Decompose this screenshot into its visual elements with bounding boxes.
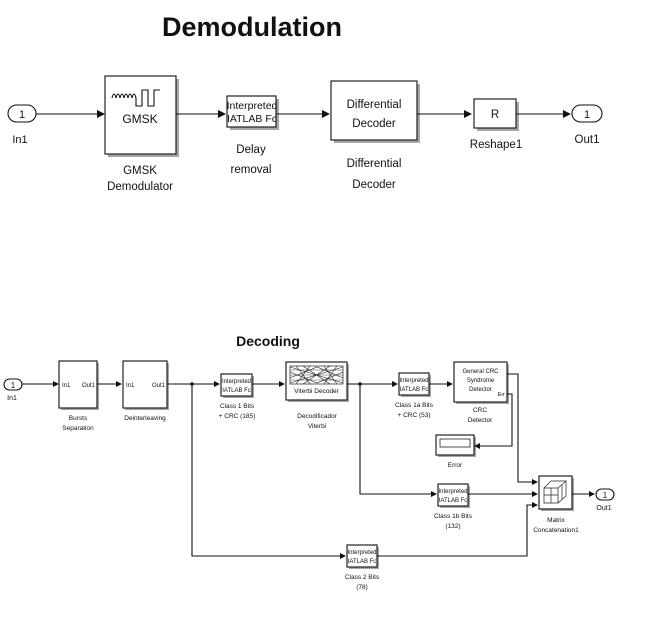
concat-label-2: Concatenation1 — [533, 527, 579, 534]
fcn2-label-2: + CRC (53) — [397, 412, 430, 419]
fcn4-label-1: Class 2 Bits — [345, 574, 380, 581]
class2-bits-fcn-block[interactable]: Interpreted IATLAB Fc — [346, 544, 379, 569]
error-display-block[interactable] — [435, 434, 476, 457]
decoding-out1-label: Out1 — [596, 505, 611, 512]
reshape-block-text: R — [491, 109, 499, 121]
delay-label-1: Delay — [236, 144, 266, 156]
deint-out-port-label: Out1 — [152, 383, 166, 389]
bursts-in-port-label: In1 — [62, 383, 71, 389]
diff-label-2: Decoder — [352, 179, 396, 191]
demodulation-title: Demodulation — [162, 12, 342, 42]
dec-line-fcn4-concat — [377, 502, 538, 557]
delay-removal-block[interactable]: Interpreted IATLAB Fc — [226, 95, 279, 130]
gmsk-waveform-icon — [111, 89, 160, 107]
class1a-bits-fcn-block[interactable]: Interpreted IATLAB Fc — [398, 372, 431, 397]
demod-out1-label: Out1 — [575, 134, 600, 146]
crc-text-1: General CRC — [462, 369, 499, 375]
decoding-in1-port[interactable]: 1 — [3, 378, 23, 391]
decoding-title: Decoding — [236, 333, 300, 349]
class1-bits-fcn-block[interactable]: Interpreted IATLAB Fc — [220, 373, 254, 398]
delay-block-text-2: IATLAB Fc — [227, 113, 277, 125]
demod-out1-number: 1 — [584, 109, 590, 121]
crc-text-3: Detector — [469, 387, 492, 393]
diff-block-text-1: Differential — [347, 99, 402, 111]
gmsk-label-1: GMSK — [123, 165, 157, 177]
bursts-separation-block[interactable]: In1 Out1 — [58, 360, 99, 410]
decoding-out1-port[interactable]: 1 — [595, 488, 615, 501]
dec-line-crc-concat — [507, 373, 538, 485]
matrix-concatenation-block[interactable] — [538, 475, 574, 511]
bursts-label-2: Separation — [62, 425, 94, 432]
crc-text-2: Syndrome — [467, 378, 495, 384]
dec-line-crc-error — [474, 393, 513, 449]
crc-label-1: CRC — [473, 407, 487, 414]
fcn2-text-1: Interpreted — [399, 378, 428, 384]
fcn4-text-1: Interpreted — [347, 550, 376, 556]
reshape-label: Reshape1 — [470, 139, 522, 151]
dec-line-viterbi-fcn3 — [359, 384, 437, 497]
decoding-out1-number: 1 — [603, 491, 608, 500]
viterbi-label-2: Viterbi — [308, 423, 326, 430]
demod-out1-port[interactable]: 1 — [571, 104, 603, 123]
demod-in1-number: 1 — [19, 109, 25, 121]
deint-label: Deinterleaving — [124, 415, 166, 422]
fcn4-label-2: (78) — [356, 584, 368, 591]
demod-in1-port[interactable]: 1 — [7, 104, 37, 123]
fcn3-label-2: (132) — [445, 523, 460, 530]
delay-block-text-1: Interpreted — [227, 100, 278, 112]
crc-err-port-label: Err — [498, 392, 506, 398]
fcn3-text-2: IATLAB Fc — [439, 498, 468, 504]
fcn1-label-2: + CRC (185) — [219, 413, 256, 420]
fcn3-text-1: Interpreted — [438, 489, 467, 495]
decoding-in1-label: In1 — [7, 395, 17, 402]
fcn1-label-1: Class 1 Bits — [220, 403, 255, 410]
diff-block-text-2: Decoder — [352, 118, 396, 130]
gmsk-label-2: Demodulator — [107, 181, 173, 193]
dec-line-deint-fcn4 — [191, 384, 346, 559]
fcn2-label-1: Class 1a Bits — [395, 402, 434, 409]
fcn4-text-2: IATLAB Fc — [348, 559, 377, 565]
bursts-out-port-label: Out1 — [82, 383, 96, 389]
crc-detector-block[interactable]: General CRC Syndrome Detector Err — [453, 361, 509, 404]
differential-decoder-block[interactable]: Differential Decoder — [330, 80, 420, 143]
crc-label-2: Detector — [468, 417, 493, 424]
delay-label-2: removal — [231, 164, 272, 176]
gmsk-block-text: GMSK — [122, 112, 157, 126]
fcn3-label-1: Class 1b Bits — [434, 513, 473, 520]
bursts-label-1: Bursts — [69, 415, 88, 422]
decoding-in1-number: 1 — [11, 381, 16, 390]
class1b-bits-fcn-block[interactable]: Interpreted IATLAB Fc — [437, 483, 470, 508]
viterbi-block-text: Viterbi Decoder — [294, 388, 340, 395]
error-label: Error — [448, 462, 463, 469]
trellis-icon — [289, 365, 344, 385]
reshape-block[interactable]: R — [473, 98, 519, 131]
fcn2-text-2: IATLAB Fc — [400, 387, 429, 393]
viterbi-label-1: Decodificador — [297, 413, 338, 420]
concat-label-1: Matrix — [547, 517, 565, 524]
fcn1-text-2: IATLAB Fc — [222, 388, 251, 394]
fcn1-text-1: Interpreted — [222, 379, 251, 385]
deint-in-port-label: In1 — [126, 383, 135, 389]
diff-label-1: Differential — [347, 158, 402, 170]
error-display-screen — [439, 438, 471, 448]
matrix-cube-icon — [543, 480, 567, 504]
viterbi-decoder-block[interactable]: Viterbi Decoder — [285, 361, 349, 402]
gmsk-demodulator-block[interactable]: GMSK — [104, 75, 179, 157]
demod-in1-label: In1 — [12, 134, 27, 146]
deinterleaving-block[interactable]: In1 Out1 — [122, 360, 169, 410]
